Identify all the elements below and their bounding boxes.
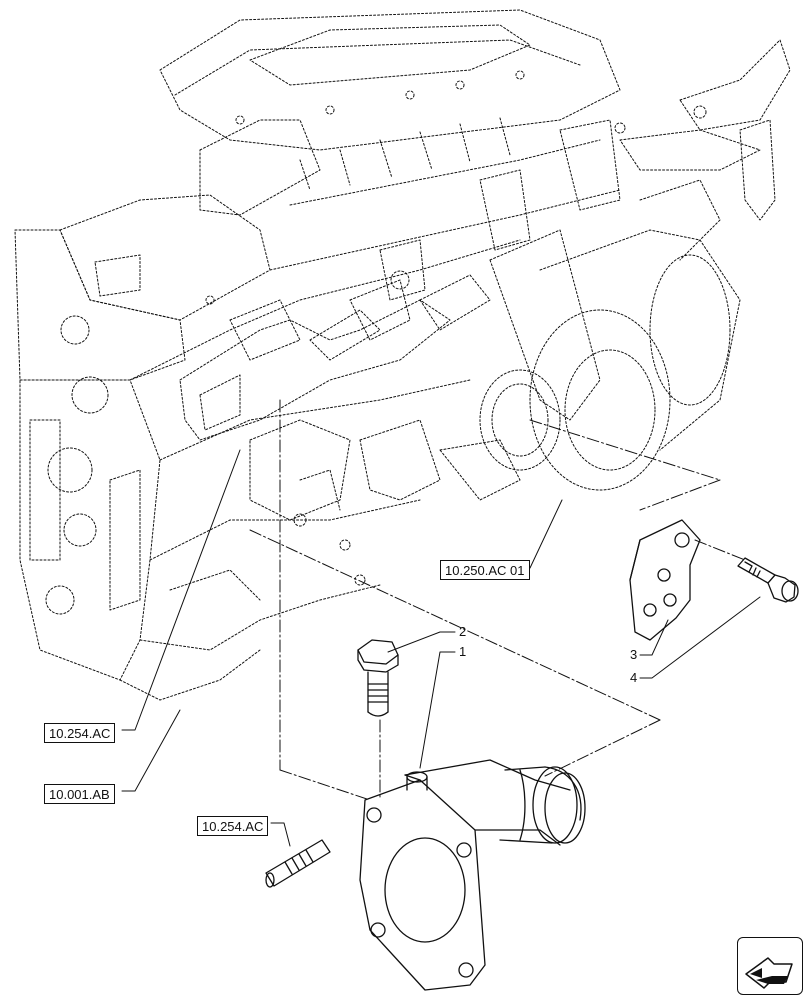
reference-10-250-ac-01[interactable]: 10.250.AC 01	[440, 560, 530, 580]
reference-10-254-ac[interactable]: 10.254.AC	[44, 723, 116, 743]
stud-part	[265, 839, 331, 888]
callout-2[interactable]: 2	[459, 624, 467, 639]
assembly-centerlines	[249, 399, 746, 801]
page-navigation-arrow-icon[interactable]	[737, 937, 803, 995]
engine-block-illustration	[14, 9, 791, 701]
reference-10-254-ac-stud[interactable]: 10.254.AC	[197, 816, 269, 836]
callout-3[interactable]: 3	[630, 647, 638, 662]
part-2-flange-bolt	[357, 639, 399, 717]
reference-10-001-ab[interactable]: 10.001.AB	[44, 784, 115, 804]
callout-4[interactable]: 4	[630, 670, 638, 685]
leader-lines	[121, 449, 761, 847]
part-1-exhaust-adapter	[359, 759, 586, 991]
callout-1[interactable]: 1	[459, 644, 467, 659]
part-3-bracket	[629, 519, 701, 641]
part-4-bolt	[737, 557, 799, 603]
